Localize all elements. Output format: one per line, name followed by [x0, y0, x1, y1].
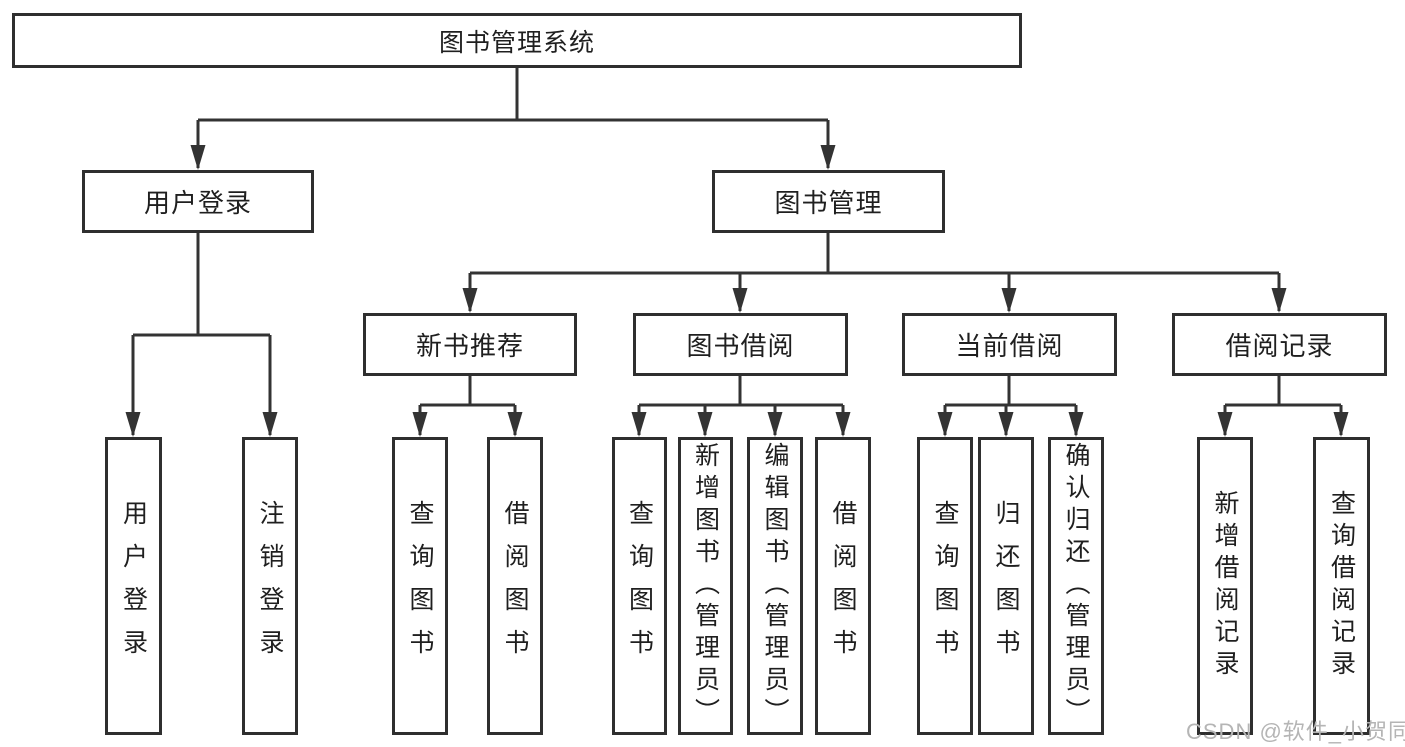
leaf-borrow-books-recommend-label: 借阅图书	[501, 500, 529, 672]
node-book-management: 图书管理	[712, 170, 945, 233]
leaf-return-books: 归还图书	[978, 437, 1034, 735]
leaf-add-borrow-record: 新增借阅记录	[1197, 437, 1253, 735]
leaf-return-books-label: 归还图书	[992, 500, 1020, 672]
leaf-query-books-current-label: 查询图书	[931, 500, 959, 672]
arrowhead-down-icon	[820, 145, 836, 170]
node-user-login: 用户登录	[82, 170, 314, 233]
leaf-query-books-current: 查询图书	[917, 437, 973, 735]
arrowhead-down-icon	[697, 412, 713, 437]
leaf-query-books-recommend: 查询图书	[392, 437, 448, 735]
leaf-query-books-borrow-label: 查询图书	[625, 500, 654, 672]
arrowhead-down-icon	[835, 412, 851, 437]
arrowhead-down-icon	[732, 288, 748, 313]
node-book-borrow: 图书借阅	[633, 313, 848, 376]
leaf-query-borrow-record: 查询借阅记录	[1313, 437, 1370, 735]
leaf-borrow-books: 借阅图书	[815, 437, 871, 735]
node-book-borrow-label: 图书借阅	[686, 331, 795, 361]
node-library-system: 图书管理系统	[12, 13, 1022, 68]
leaf-add-books-admin: 新增图书（管理员）	[678, 437, 733, 735]
leaf-borrow-books-recommend: 借阅图书	[487, 437, 543, 735]
leaf-borrow-books-label: 借阅图书	[829, 500, 857, 672]
arrowhead-down-icon	[262, 412, 278, 437]
arrowhead-down-icon	[412, 412, 428, 437]
arrowhead-down-icon	[998, 412, 1014, 437]
leaf-user-login-label: 用户登录	[119, 500, 148, 672]
node-borrow-records: 借阅记录	[1172, 313, 1387, 376]
arrowhead-down-icon	[1333, 412, 1349, 437]
leaf-add-books-admin-label: 新增图书（管理员）	[691, 442, 720, 730]
node-new-book-recommend-label: 新书推荐	[415, 331, 524, 361]
leaf-query-borrow-record-label: 查询借阅记录	[1327, 490, 1356, 682]
node-current-borrow-label: 当前借阅	[955, 331, 1064, 361]
arrowhead-down-icon	[125, 412, 141, 437]
arrowhead-down-icon	[1217, 412, 1233, 437]
arrowhead-down-icon	[1271, 288, 1287, 313]
leaf-logout: 注销登录	[242, 437, 298, 735]
node-library-system-label: 图书管理系统	[438, 28, 595, 57]
leaf-confirm-return-admin: 确认归还（管理员）	[1048, 437, 1104, 735]
arrowhead-down-icon	[937, 412, 953, 437]
leaf-confirm-return-admin-label: 确认归还（管理员）	[1062, 442, 1090, 730]
node-book-management-label: 图书管理	[774, 188, 883, 218]
leaf-add-borrow-record-label: 新增借阅记录	[1211, 490, 1239, 682]
node-user-login-label: 用户登录	[143, 188, 252, 218]
node-new-book-recommend: 新书推荐	[363, 313, 577, 376]
watermark: CSDN @软件_小贺同学	[1186, 719, 1405, 744]
leaf-query-books-borrow: 查询图书	[612, 437, 667, 735]
leaf-user-login: 用户登录	[105, 437, 162, 735]
arrowhead-down-icon	[462, 288, 478, 313]
arrowhead-down-icon	[1068, 412, 1084, 437]
arrowhead-down-icon	[1001, 288, 1017, 313]
arrowhead-down-icon	[507, 412, 523, 437]
leaf-query-books-recommend-label: 查询图书	[406, 500, 434, 672]
leaf-edit-books-admin-label: 编辑图书（管理员）	[761, 442, 789, 730]
leaf-logout-label: 注销登录	[256, 500, 284, 672]
node-current-borrow: 当前借阅	[902, 313, 1117, 376]
arrowhead-down-icon	[190, 145, 206, 170]
node-borrow-records-label: 借阅记录	[1225, 331, 1334, 361]
arrowhead-down-icon	[631, 412, 647, 437]
leaf-edit-books-admin: 编辑图书（管理员）	[747, 437, 803, 735]
arrowhead-down-icon	[767, 412, 783, 437]
